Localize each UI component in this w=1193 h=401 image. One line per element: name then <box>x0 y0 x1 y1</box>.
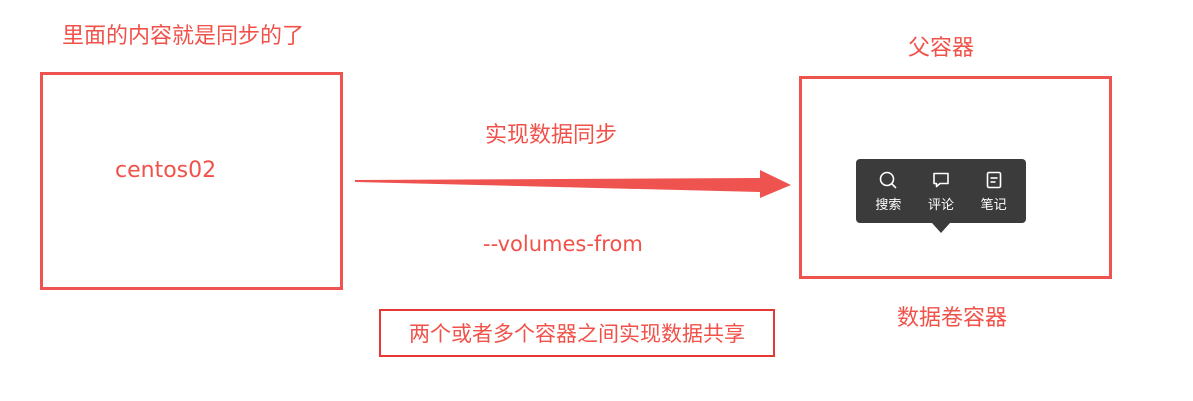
toolbar-pointer <box>932 223 950 233</box>
selection-toolbar: 搜索 评论 笔记 <box>856 159 1026 223</box>
data-sharing-note: 两个或者多个容器之间实现数据共享 <box>379 309 775 357</box>
note-button[interactable]: 笔记 <box>970 170 1018 213</box>
sync-caption: 实现数据同步 <box>485 123 618 148</box>
arrow-shaft <box>355 178 760 192</box>
container-box-centos02 <box>40 72 343 290</box>
left-caption: 里面的内容就是同步的了 <box>62 24 305 49</box>
data-sharing-note-text: 两个或者多个容器之间实现数据共享 <box>409 322 745 346</box>
comment-icon <box>933 172 949 187</box>
arrow-head <box>760 170 791 198</box>
search-icon <box>880 171 897 188</box>
volumes-from-label: --volumes-from <box>483 232 643 256</box>
parent-container-caption: 父容器 <box>908 36 975 61</box>
sync-arrow <box>355 170 791 198</box>
note-icon <box>986 171 1001 188</box>
search-button-label: 搜索 <box>875 197 902 213</box>
search-button[interactable]: 搜索 <box>864 170 912 213</box>
volume-container-caption: 数据卷容器 <box>897 306 1008 331</box>
container-label-centos02: centos02 <box>115 158 217 183</box>
comment-button[interactable]: 评论 <box>917 170 965 213</box>
comment-button-label: 评论 <box>927 197 954 213</box>
note-button-label: 笔记 <box>980 197 1007 213</box>
